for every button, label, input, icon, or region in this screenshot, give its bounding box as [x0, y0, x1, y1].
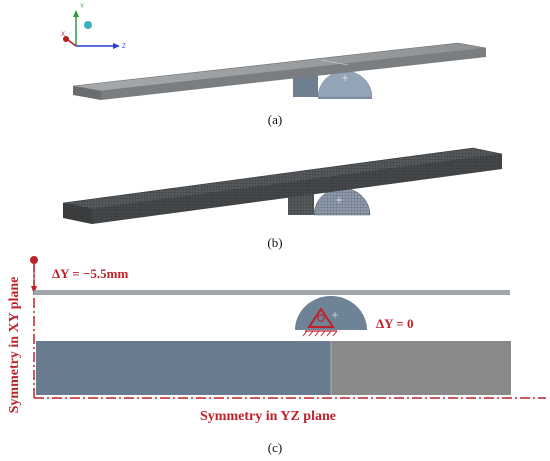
x-axis-marker	[63, 36, 69, 42]
panel-label-b: (b)	[267, 235, 282, 250]
support-mesh	[288, 187, 371, 216]
triad-z-label: Z	[122, 44, 126, 50]
load-point-marker	[30, 256, 38, 264]
panel-a-plain-model: Y Z X (a)	[61, 4, 487, 127]
support-cylinder	[293, 70, 373, 99]
symmetry-yz-label: Symmetry in YZ plane	[200, 409, 336, 424]
symmetry-xy-label: Symmetry in XY plane	[7, 277, 22, 414]
beam-plain	[72, 42, 487, 100]
displacement-fixed-label: ΔY = 0	[376, 316, 413, 331]
block-section-blue	[36, 341, 331, 395]
coordinate-triad: Y Z X	[61, 4, 126, 50]
panel-c-boundary-conditions: ΔY = −5.5mm ΔY = 0 Symmetry in XY plane …	[7, 256, 546, 455]
beam-mesh	[62, 147, 503, 224]
fixed-support-icon	[302, 307, 338, 337]
triad-x-label: X	[61, 32, 65, 38]
triad-y-label: Y	[80, 4, 84, 10]
block-section-gray	[331, 341, 511, 395]
panel-label-a: (a)	[268, 112, 282, 127]
panel-label-c: (c)	[268, 440, 282, 455]
panel-b-meshed-model: (b)	[62, 147, 503, 250]
displacement-load-label: ΔY = −5.5mm	[52, 266, 128, 281]
beam-section-top	[34, 290, 510, 295]
triad-sphere-icon	[84, 21, 92, 29]
